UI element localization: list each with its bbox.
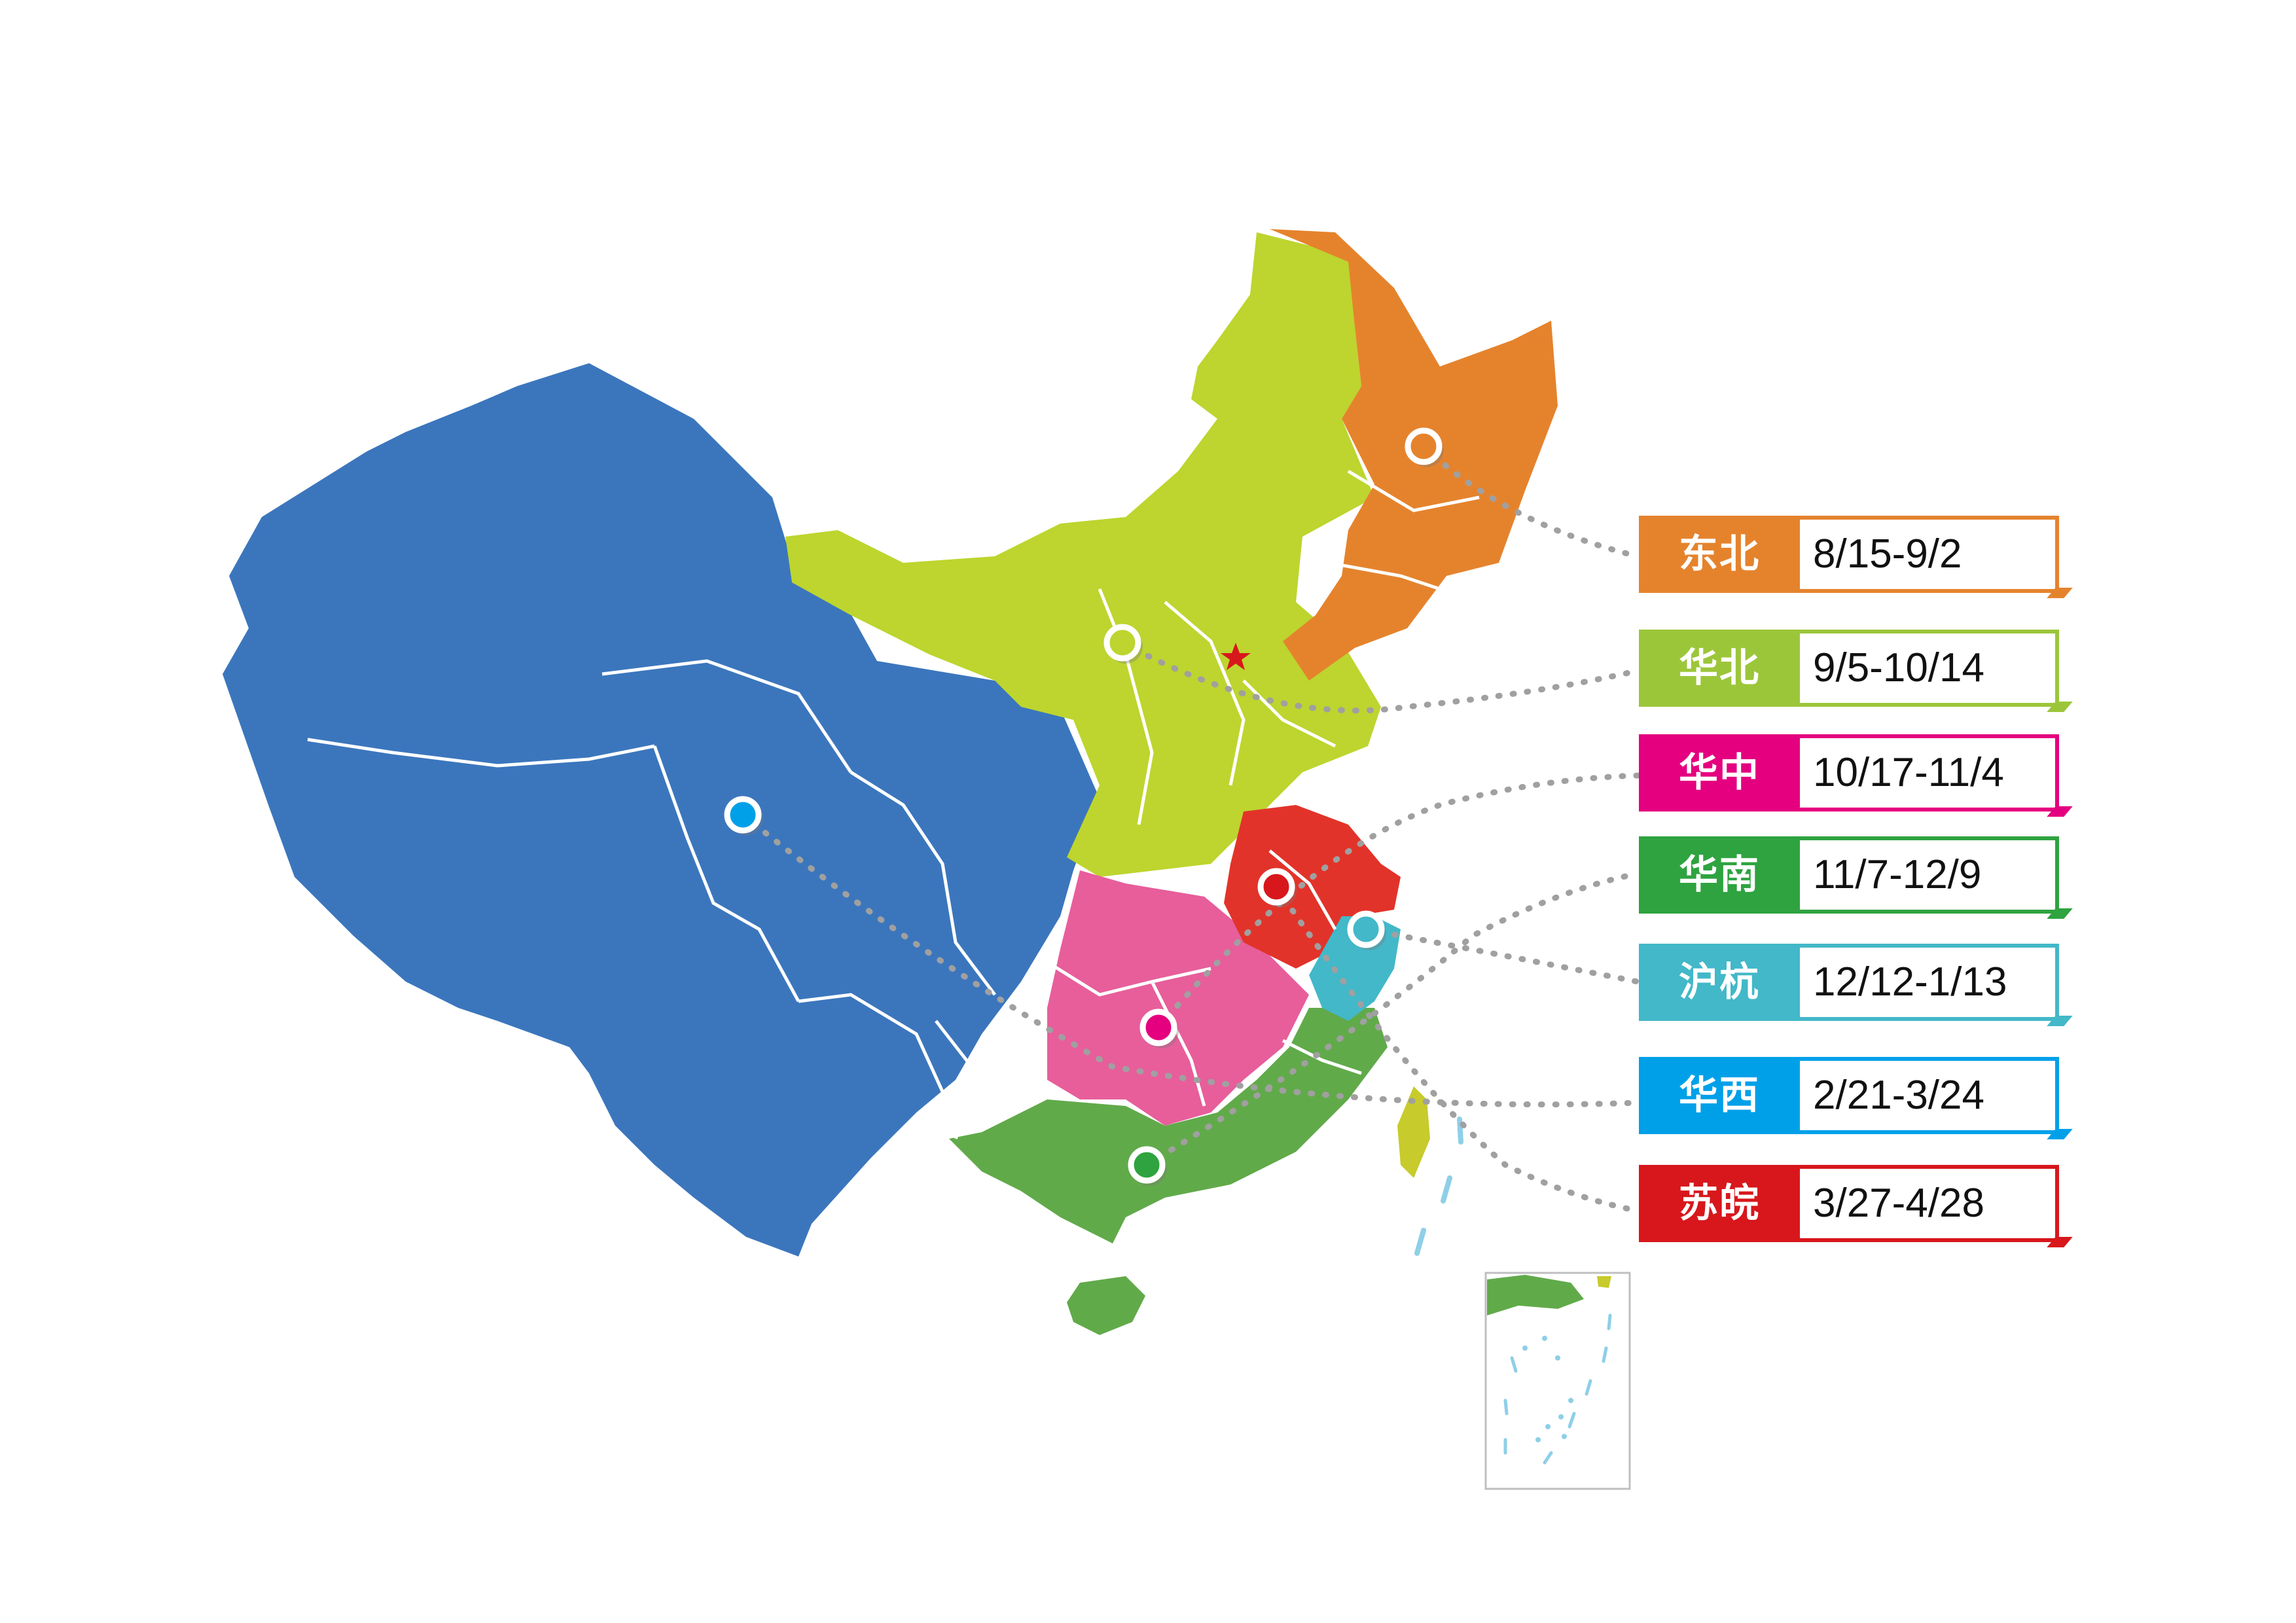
hainan-island bbox=[1067, 1276, 1145, 1335]
region-date-box: 9/5-10/14 bbox=[1800, 630, 2059, 707]
region-date-box: 10/17-11/4 bbox=[1800, 734, 2059, 812]
location-pin-icon bbox=[1139, 1008, 1179, 1048]
capital-star-icon bbox=[1221, 643, 1251, 670]
region-north-area bbox=[785, 232, 1381, 877]
region-name: 苏皖 bbox=[1639, 1165, 1800, 1242]
region-date-box: 3/27-4/28 bbox=[1800, 1165, 2059, 1242]
connector-central bbox=[1155, 772, 1641, 1031]
connector-shhz bbox=[1363, 926, 1641, 985]
region-date-box: 8/15-9/2 bbox=[1800, 516, 2059, 593]
legend-tag-south: 华南 11/7-12/9 bbox=[1639, 836, 2073, 919]
region-west-area bbox=[223, 363, 1100, 1257]
region-name: 华西 bbox=[1639, 1057, 1800, 1134]
location-pin-icon bbox=[1257, 868, 1297, 908]
legend-tag-northeast: 东北 8/15-9/2 bbox=[1639, 516, 2073, 598]
province-borders bbox=[307, 469, 1480, 1140]
location-pin-icon bbox=[724, 796, 763, 836]
south-china-sea-inset bbox=[1484, 1272, 1631, 1490]
sea-boundary-dashes bbox=[1414, 1116, 1463, 1256]
region-name: 华中 bbox=[1639, 734, 1800, 812]
connector-suwan bbox=[1273, 883, 1641, 1214]
region-date-box: 2/21-3/24 bbox=[1800, 1057, 2059, 1134]
region-dates: 9/5-10/14 bbox=[1813, 645, 1984, 690]
location-pins bbox=[724, 427, 1444, 1186]
taiwan-island bbox=[1397, 1086, 1430, 1178]
legend-tag-suwan: 苏皖 3/27-4/28 bbox=[1639, 1165, 2073, 1247]
region-dates: 11/7-12/9 bbox=[1813, 852, 1982, 897]
region-dates: 2/21-3/24 bbox=[1813, 1073, 1984, 1118]
region-name: 东北 bbox=[1639, 516, 1800, 593]
region-dates: 8/15-9/2 bbox=[1813, 531, 1962, 577]
location-pin-icon bbox=[1405, 427, 1444, 467]
region-name: 沪杭 bbox=[1639, 944, 1800, 1021]
legend-tag-shhz: 沪杭 12/12-1/13 bbox=[1639, 944, 2073, 1026]
region-name: 华北 bbox=[1639, 630, 1800, 707]
legend-tag-west: 华西 2/21-3/24 bbox=[1639, 1057, 2073, 1139]
location-pin-icon bbox=[1128, 1146, 1167, 1186]
location-pin-icon bbox=[1347, 910, 1386, 950]
legend-tag-central: 华中 10/17-11/4 bbox=[1639, 734, 2073, 817]
legend-tag-north: 华北 9/5-10/14 bbox=[1639, 630, 2073, 712]
region-dates: 3/27-4/28 bbox=[1813, 1181, 1984, 1226]
region-date-box: 11/7-12/9 bbox=[1800, 836, 2059, 914]
connector-northeast bbox=[1420, 443, 1641, 560]
region-dates: 12/12-1/13 bbox=[1813, 959, 2007, 1005]
region-name: 华南 bbox=[1639, 836, 1800, 914]
connector-west bbox=[740, 812, 1641, 1108]
connector-lines bbox=[740, 443, 1641, 1214]
location-pin-icon bbox=[1103, 624, 1143, 664]
connector-south bbox=[1143, 870, 1641, 1168]
connector-north bbox=[1119, 639, 1641, 714]
region-date-box: 12/12-1/13 bbox=[1800, 944, 2059, 1021]
region-south-area bbox=[949, 1008, 1388, 1243]
region-dates: 10/17-11/4 bbox=[1813, 750, 2004, 795]
